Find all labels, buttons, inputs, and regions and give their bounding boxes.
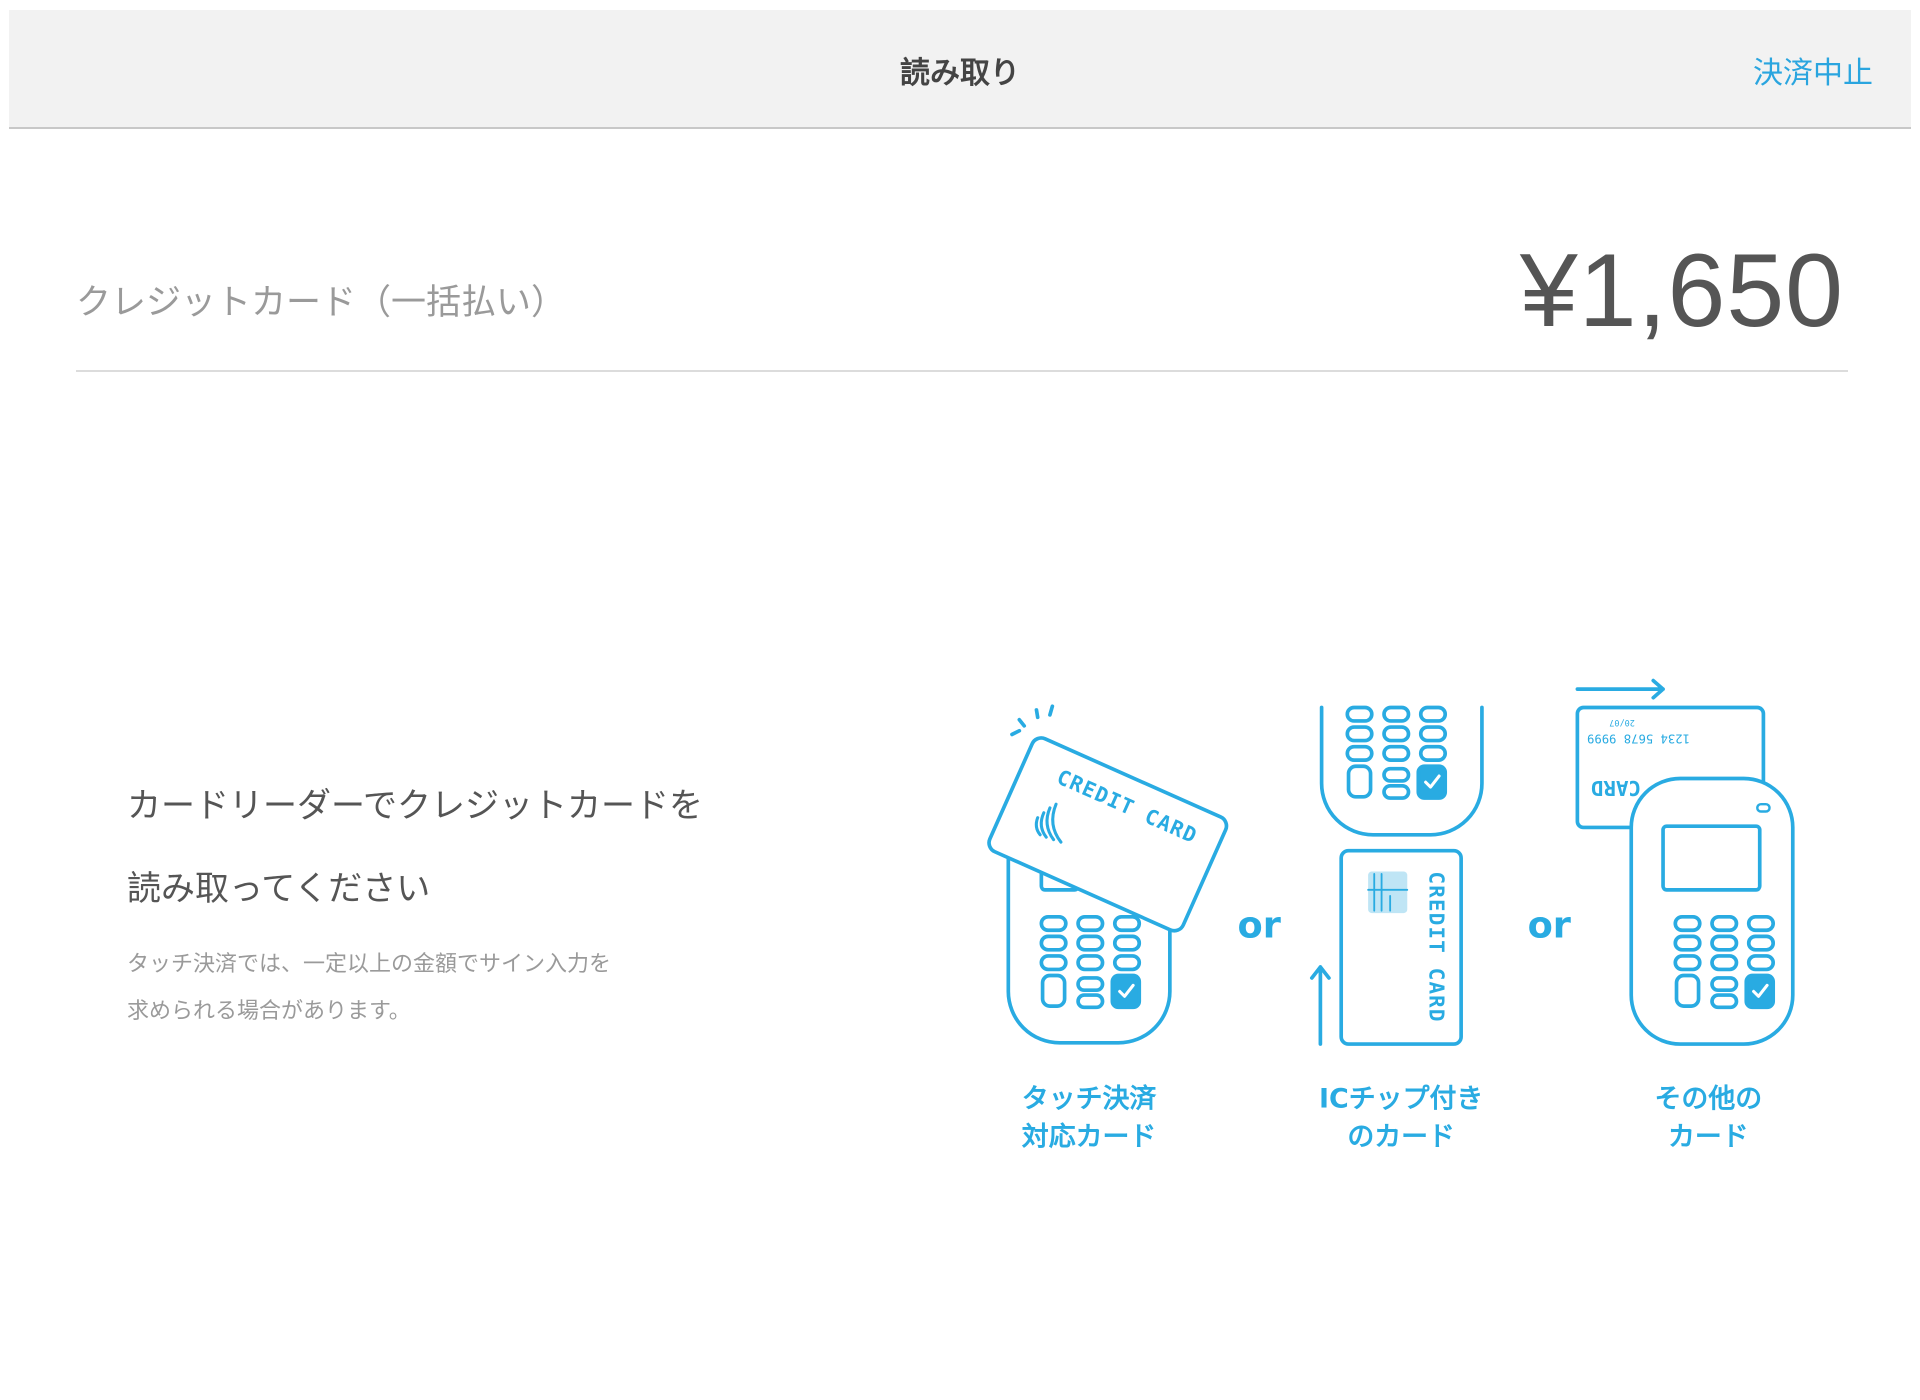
card-reading-illustration: CREDIT CARD or CREDIT CARD or 1234 5678 … [987, 678, 1795, 1153]
option-label-other: その他の [1655, 1084, 1763, 1115]
option-label-other: カード [1668, 1122, 1749, 1153]
ic-chip-reader-icon: CREDIT CARD [1309, 705, 1484, 1046]
contactless-waves-icon [1034, 802, 1063, 844]
card-number: 1234 5678 9999 [1587, 731, 1690, 745]
option-label-contactless: 対応カード [1022, 1121, 1157, 1153]
note-line-2: 求められる場合があります。 [127, 999, 411, 1024]
card-expiry: 20/07 [1609, 717, 1635, 727]
insert-arrow-icon [1309, 965, 1331, 1046]
payment-amount: ¥1,650 [1519, 233, 1844, 349]
ic-chip-icon [1368, 871, 1408, 914]
option-label-ic: ICチップ付き [1319, 1084, 1483, 1115]
sparkle-icon [1010, 704, 1055, 737]
swipe-reader-icon: 1234 5678 9999 20/07 CARD [1575, 678, 1795, 1046]
page-title: 読み取り [900, 56, 1020, 91]
instruction-line-2: 読み取ってください [127, 869, 431, 909]
navigation-bar: 読み取り 決済中止 [9, 10, 1911, 129]
card-text: CREDIT CARD [1424, 871, 1448, 1022]
credit-card-icon: CREDIT CARD [987, 736, 1229, 933]
payment-method-label: クレジットカード（一括払い） [76, 283, 567, 323]
divider [76, 370, 1848, 372]
option-label-ic: のカード [1347, 1122, 1455, 1153]
note-line-1: タッチ決済では、一定以上の金額でサイン入力を [127, 952, 612, 977]
cancel-payment-button[interactable]: 決済中止 [1753, 56, 1873, 91]
instruction-line-1: カードリーダーでクレジットカードを [127, 786, 703, 826]
or-label: or [1528, 904, 1571, 947]
contactless-reader-icon: CREDIT CARD [987, 704, 1229, 1045]
swipe-arrow-icon [1575, 678, 1665, 700]
card-text: CARD [1591, 776, 1641, 800]
or-label: or [1238, 904, 1281, 947]
option-label-contactless: タッチ決済 [1022, 1083, 1157, 1115]
